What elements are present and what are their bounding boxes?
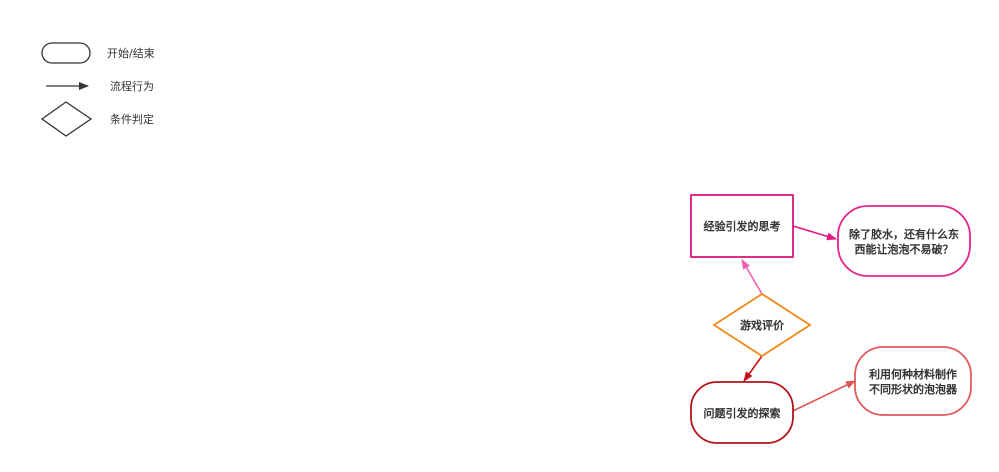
legend: 开始/结束 流程行为 条件判定	[40, 42, 155, 137]
legend-decision-shape	[40, 101, 93, 137]
node-game-eval-label: 游戏评价	[740, 318, 785, 332]
node-game-eval: 游戏评价	[712, 292, 812, 358]
node-question-material-line-1: 利用何种材料制作	[869, 367, 957, 381]
arrow-eval-to-problem	[743, 355, 763, 382]
arrow-experience-to-glue	[792, 225, 837, 241]
node-experience: 经验引发的思考	[690, 194, 794, 258]
legend-flow-label: 流程行为	[110, 79, 154, 93]
node-question-material-line-2: 不同形状的泡泡器	[869, 382, 958, 396]
node-question-material: 利用何种材料制作 不同形状的泡泡器	[854, 346, 972, 416]
node-question-material-box	[854, 346, 972, 416]
node-experience-box	[690, 194, 794, 258]
node-question-glue: 除了胶水，还有什么东 西能让泡泡不易破？	[837, 205, 971, 277]
legend-decision-label: 条件判定	[110, 112, 154, 126]
node-problem-explore-label: 问题引发的探索	[704, 406, 781, 420]
node-problem-explore-box	[690, 381, 794, 444]
arrow-eval-to-experience	[741, 259, 763, 295]
arrow-problem-to-material	[792, 380, 856, 412]
legend-start-end-shape	[41, 42, 91, 64]
node-question-glue-line-2: 西能让泡泡不易破？	[855, 242, 954, 256]
legend-start-end-label: 开始/结束	[107, 46, 155, 60]
node-question-glue-box	[837, 205, 971, 277]
node-question-glue-line-1: 除了胶水，还有什么东	[849, 227, 959, 241]
node-game-eval-diamond	[712, 292, 812, 358]
node-problem-explore: 问题引发的探索	[690, 381, 794, 444]
node-experience-label: 经验引发的思考	[704, 219, 781, 233]
connectors	[741, 225, 856, 412]
